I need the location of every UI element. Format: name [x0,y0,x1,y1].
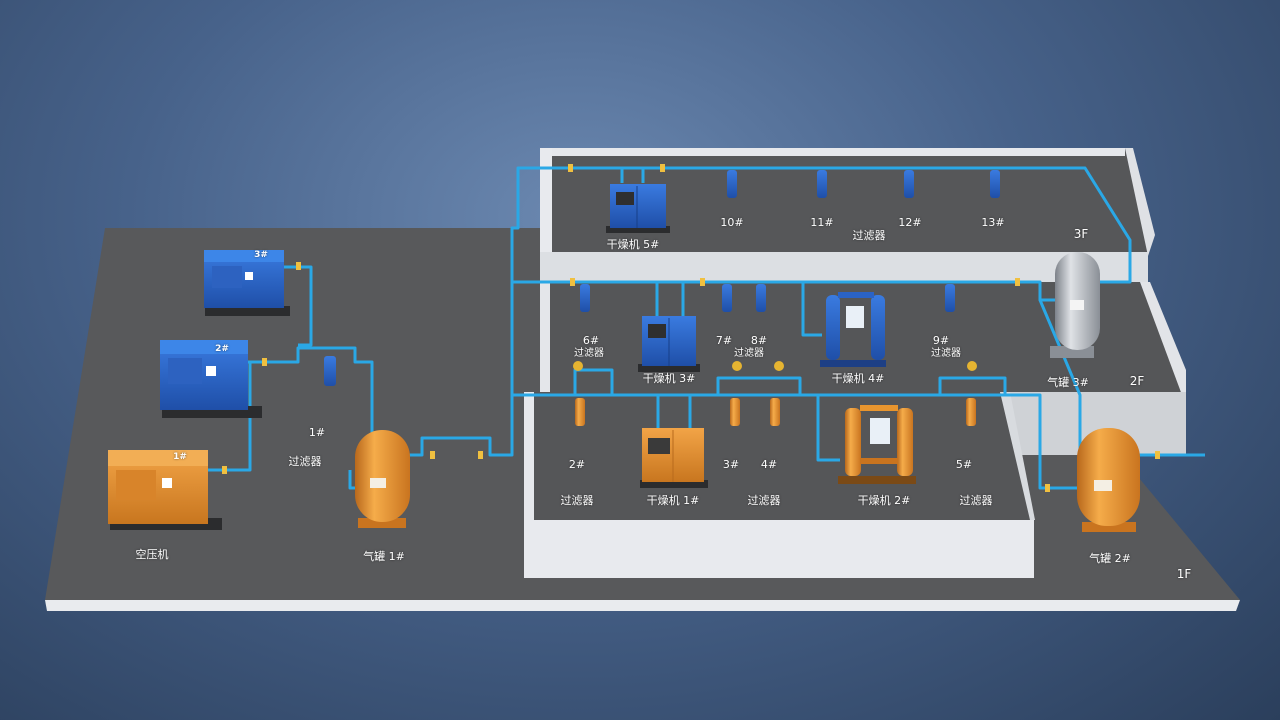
compressor-group-label: 空压机 [135,548,169,561]
filter-34-label: 过滤器 [747,494,781,507]
filter-5-number: 5# [955,458,973,471]
filter-1[interactable] [324,356,336,386]
filter-12-number: 12# [898,216,922,229]
filter-8-number: 8# [750,334,768,347]
filter-6-number: 6# [582,334,600,347]
filter-2-number: 2# [568,458,586,471]
compressor-3-tag: 3# [254,250,268,260]
dryer-1[interactable] [640,428,708,488]
filters-3f[interactable] [727,170,1000,198]
filter-7-number: 7# [715,334,733,347]
tank-1-label: 气罐 1# [363,550,405,563]
compressor-1[interactable] [108,450,222,530]
filter-1-number: 1# [308,426,326,439]
compressor-3[interactable] [204,250,290,316]
pipe-network [208,166,1205,490]
filter-10-number: 10# [720,216,744,229]
compressor-2-tag: 2# [215,344,229,354]
filter-78-label: 过滤器 [734,348,764,359]
filters-2f[interactable] [580,284,955,312]
filter-4-number: 4# [760,458,778,471]
filter-9-number: 9# [932,334,950,347]
filter-5-label: 过滤器 [959,494,993,507]
floor-1f-label: 1F [1176,567,1192,581]
dryer-5[interactable] [606,184,670,233]
compressor-1-tag: 1# [173,452,187,462]
dryer-4[interactable] [820,292,886,367]
dryer-3[interactable] [638,316,700,372]
tank-1[interactable] [355,430,410,528]
filter-2-label: 过滤器 [560,494,594,507]
filter-3-number: 3# [722,458,740,471]
dryer-5-label: 干燥机 5# [606,238,660,251]
tank-2[interactable] [1077,428,1140,532]
tank-3-label: 气罐 3# [1047,376,1089,389]
filters-1f[interactable] [575,398,976,426]
filter-11-number: 11# [810,216,834,229]
filter-1-label: 过滤器 [288,455,322,468]
dryer-3-label: 干燥机 3# [642,372,696,385]
filter-6-label: 过滤器 [574,348,604,359]
valves [222,164,1160,492]
floor-2f [540,282,1186,455]
filter-9-label: 过滤器 [931,348,961,359]
compressor-2[interactable] [160,340,262,418]
tank-3[interactable] [1050,252,1100,358]
floor-2f-label: 2F [1129,374,1145,388]
floor-3f-label: 3F [1073,227,1089,241]
filter-upper-label: 过滤器 [852,229,886,242]
filter-13-number: 13# [981,216,1005,229]
dryer-1-label: 干燥机 1# [646,494,700,507]
tank-2-label: 气罐 2# [1089,552,1131,565]
filters-1f-yellow [573,361,977,371]
dryer-2-label: 干燥机 2# [857,494,911,507]
dryer-4-label: 干燥机 4# [831,372,885,385]
dryer-2[interactable] [838,405,916,484]
